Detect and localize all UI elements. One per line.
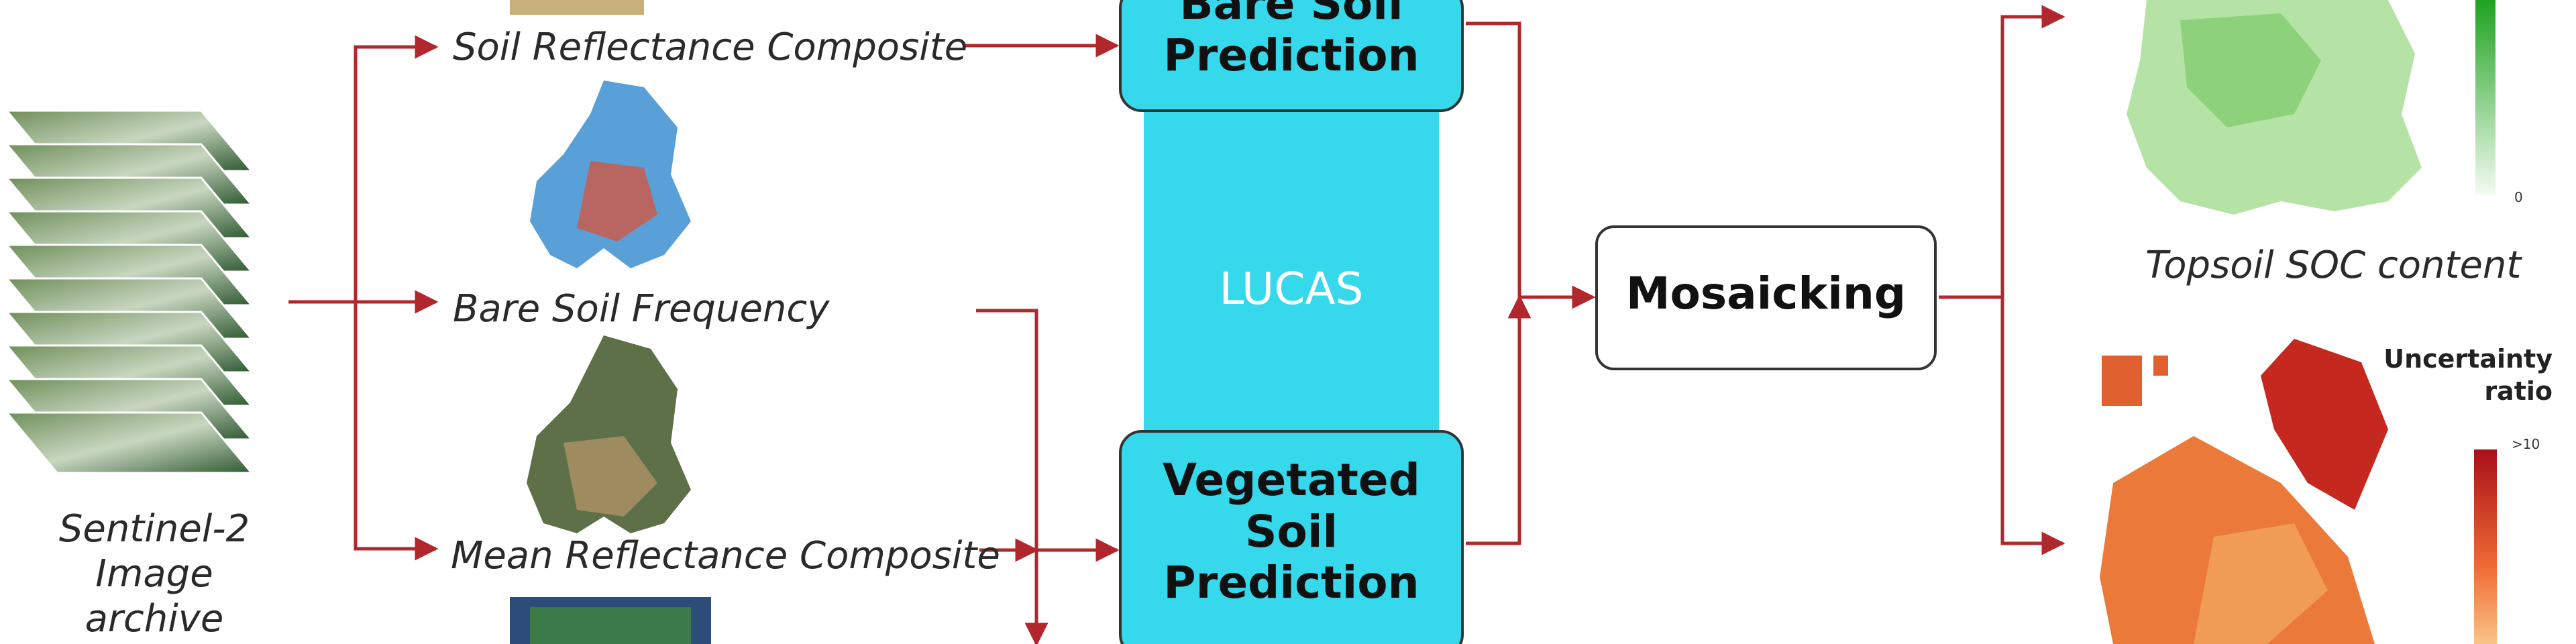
bare-soil-prediction-text: Bare Soil Prediction bbox=[1120, 0, 1462, 81]
uncertainty-title-line-2: ratio bbox=[2484, 376, 2553, 406]
uncertainty-output-map bbox=[2100, 339, 2388, 644]
arrow-mosaicking-to-soc bbox=[1939, 5, 2065, 299]
arrow-archive-to-soil-reflectance bbox=[288, 35, 439, 304]
bare-soil-frequency-thumbnail bbox=[530, 80, 691, 268]
vegetated-soil-prediction-box bbox=[1119, 430, 1464, 644]
arrow-vegetated-prediction-to-mosaicking bbox=[1466, 294, 1532, 545]
mean-reflectance-label: Mean Reflectance Composite bbox=[451, 534, 1000, 578]
archive-label-line-1: Sentinel-2 bbox=[58, 507, 250, 551]
vegetated-soil-prediction-text: Vegetated Soil Prediction bbox=[1120, 454, 1462, 609]
mosaicking-label: Mosaicking bbox=[1625, 268, 1907, 319]
uncertainty-legend-title: Uncertainty ratio bbox=[2294, 343, 2553, 407]
soc-output-map bbox=[2127, 0, 2422, 215]
mean-reflectance-thumbnail bbox=[527, 335, 691, 533]
soil-reflectance-label: Soil Reflectance Composite bbox=[453, 25, 968, 69]
soil-reflectance-thumbnail bbox=[510, 0, 644, 15]
archive-label-line-2: Image bbox=[95, 552, 213, 596]
soc-legend-bar bbox=[2475, 0, 2496, 195]
archive-label-line-3: archive bbox=[85, 597, 224, 641]
arrow-archive-to-mean-reflectance bbox=[288, 300, 439, 561]
vegetated-line-2: Soil bbox=[1244, 505, 1338, 557]
uncertainty-title-line-1: Uncertainty bbox=[2383, 344, 2553, 374]
sentinel-image-stack bbox=[4, 109, 254, 474]
vegetated-line-1: Vegetated bbox=[1163, 454, 1420, 506]
bare-soil-line-1: Bare Soil bbox=[1179, 0, 1403, 30]
mosaicking-box bbox=[1595, 225, 1937, 370]
bare-soil-prediction-box bbox=[1119, 0, 1464, 112]
soc-caption: Topsoil SOC content bbox=[2145, 244, 2522, 287]
bare-soil-frequency-label: Bare Soil Frequency bbox=[453, 287, 830, 331]
archive-label: Sentinel-2 Image archive bbox=[27, 506, 282, 642]
uncertainty-legend-bar bbox=[2474, 449, 2497, 644]
uncertainty-legend-max: >10 bbox=[2512, 436, 2540, 452]
arrow-frequency-to-vegetated-prediction bbox=[976, 309, 1120, 562]
bare-soil-line-2: Prediction bbox=[1163, 29, 1419, 81]
arrow-mosaicking-to-uncertainty bbox=[2000, 297, 2065, 555]
soc-legend-min: 0 bbox=[2514, 189, 2523, 205]
vegetated-line-3: Prediction bbox=[1163, 557, 1419, 609]
arrow-bare-prediction-to-mosaicking bbox=[1466, 21, 1596, 309]
fourth-composite-thumbnail bbox=[510, 597, 711, 644]
lucas-label: LUCAS bbox=[1219, 263, 1364, 315]
